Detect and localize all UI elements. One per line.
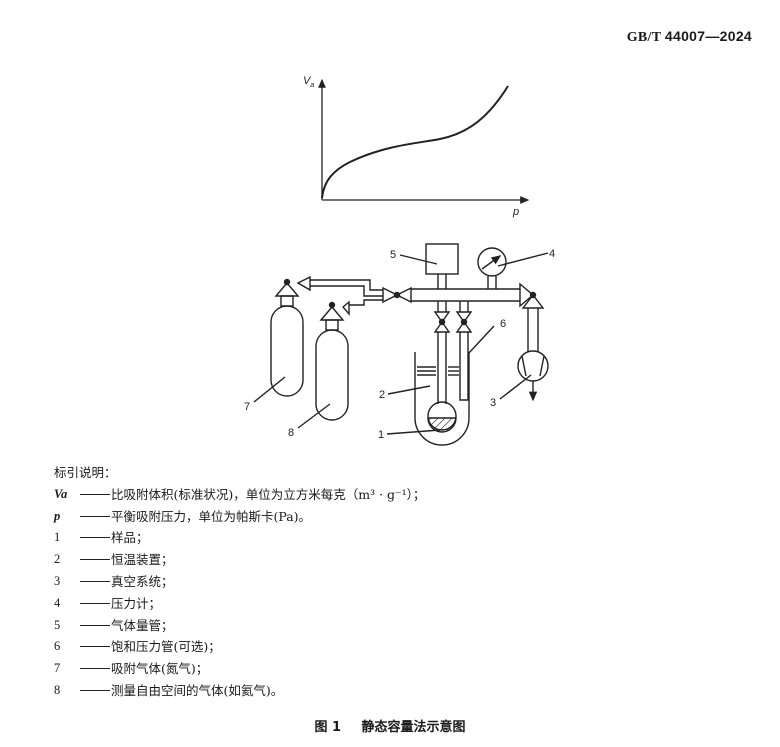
- legend-title: 标引说明：: [54, 465, 117, 480]
- figure-title: 静态容量法示意图: [361, 720, 466, 735]
- legend-item: 1 样品；: [54, 527, 425, 549]
- label-5: 5: [390, 249, 396, 261]
- legend-item: 8 测量自由空间的气体(如氦气)。: [54, 680, 425, 702]
- label-1: 1: [378, 429, 384, 441]
- gas-cylinder-8: [315, 329, 349, 421]
- legend-text: 吸附气体(氮气)；: [111, 661, 209, 677]
- legend-text: 恒温装置；: [111, 552, 174, 568]
- legend-symbol: 1: [54, 530, 61, 545]
- legend-symbol: 2: [54, 552, 61, 567]
- legend-item: Va 比吸附体积(标准状况)，单位为立方米每克（m³ · g⁻¹）；: [54, 484, 425, 506]
- thermostat-2: [414, 352, 470, 446]
- figure-number: 图 1: [314, 720, 342, 735]
- vacuum-pump-3: [517, 350, 549, 382]
- legend-text: 饱和压力管(可选)；: [111, 639, 221, 655]
- legend-symbol: 4: [54, 595, 61, 610]
- pressure-gauge-4: [477, 247, 507, 277]
- legend-text: 比吸附体积(标准状况)，单位为立方米每克（m³ · g⁻¹）；: [111, 486, 426, 502]
- legend-item: 7 吸附气体(氮气)；: [54, 658, 425, 680]
- legend-symbol: p: [54, 508, 61, 523]
- label-3: 3: [490, 397, 496, 409]
- legend-text: 平衡吸附压力，单位为帕斯卡(Pa)。: [111, 508, 312, 524]
- legend-symbol: 3: [54, 573, 61, 588]
- label-7: 7: [244, 401, 250, 413]
- x-axis-label: p: [512, 206, 519, 218]
- figure-caption: 图 1 静态容量法示意图: [0, 716, 780, 735]
- legend-symbol: Va: [54, 486, 68, 501]
- apparatus-diagram: [253, 243, 549, 446]
- legend-item: 6 饱和压力管(可选)；: [54, 636, 425, 658]
- legend-symbol: 5: [54, 617, 61, 632]
- isotherm-chart: [318, 78, 530, 204]
- legend-item: 5 气体量管；: [54, 615, 425, 637]
- legend-item: 3 真空系统；: [54, 571, 425, 593]
- diagram-labels: 1 2 3 4 5 6 7 8: [244, 248, 555, 441]
- label-4: 4: [549, 248, 555, 260]
- legend-symbol: 7: [54, 661, 61, 676]
- legend-text: 测量自由空间的气体(如氦气)。: [111, 682, 284, 698]
- y-axis-label: Va: [303, 75, 314, 89]
- legend-symbol: 8: [54, 682, 61, 697]
- label-2: 2: [379, 389, 385, 401]
- legend-symbol: 6: [54, 639, 61, 654]
- label-8: 8: [288, 427, 294, 439]
- legend-text: 压力计；: [111, 595, 162, 611]
- standard-code: GB/T 44007—2024: [627, 28, 752, 46]
- legend-text: 真空系统；: [111, 573, 174, 589]
- legend-item: 4 压力计；: [54, 593, 425, 615]
- legend-text: 样品；: [111, 530, 149, 546]
- legend-text: 气体量管；: [111, 617, 174, 633]
- label-6: 6: [500, 318, 506, 330]
- gas-burette-5: [425, 243, 459, 275]
- standard-number: 44007—2024: [664, 28, 752, 44]
- legend-item: 2 恒温装置；: [54, 549, 425, 571]
- legend-item: p 平衡吸附压力，单位为帕斯卡(Pa)。: [54, 506, 425, 528]
- standard-prefix: GB/T: [626, 30, 662, 45]
- gas-cylinder-7: [270, 305, 304, 397]
